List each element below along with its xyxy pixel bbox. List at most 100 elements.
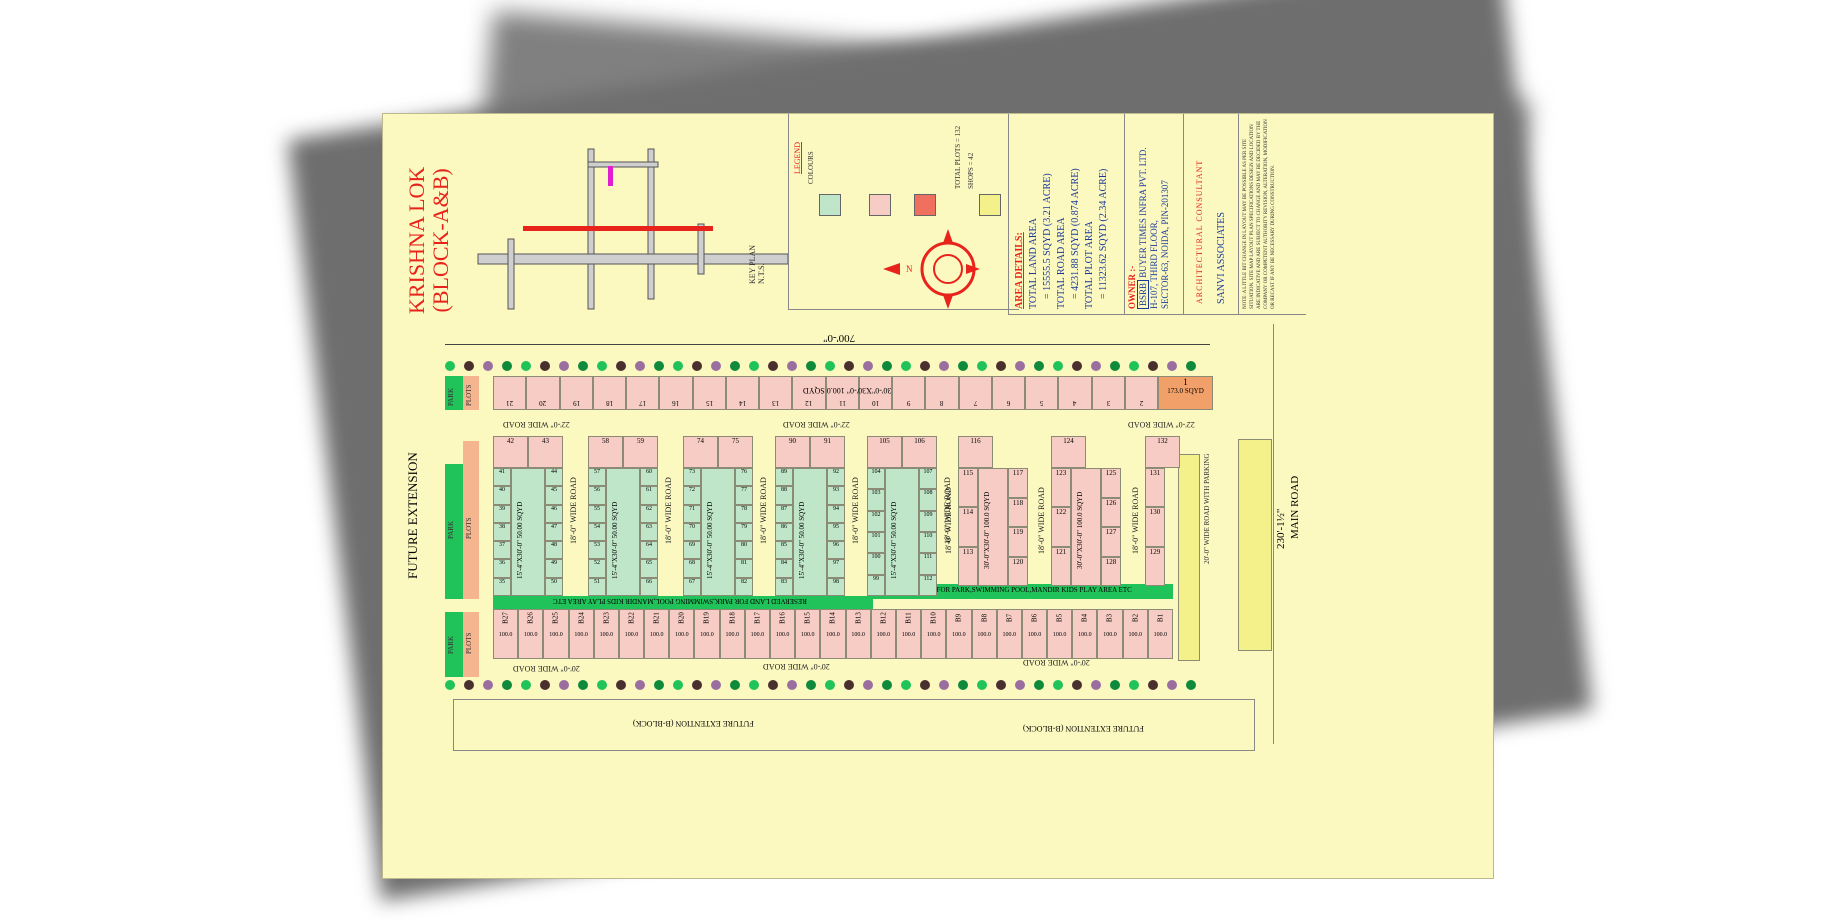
tree-icon [787, 361, 797, 371]
plot-cell: 110 [919, 532, 937, 554]
plot-number: 8 [940, 399, 944, 407]
plot-area: 100.0 [524, 632, 538, 638]
plot-area: 100.0 [675, 632, 689, 638]
tree-icon [616, 680, 626, 690]
plot-area: 100.0 [1002, 632, 1017, 638]
plots-label-3: PLOTS [465, 632, 473, 654]
plot-number: 6 [1006, 399, 1011, 407]
tree-icon [901, 361, 911, 371]
tree-icon [1072, 680, 1082, 690]
park-strip-1 [445, 376, 463, 410]
park-label-2: PARK [447, 520, 455, 539]
total-road-value: = 4231.88 SQYD (0.874 ACRE) [1070, 168, 1081, 299]
key-plan-site-marker [608, 166, 613, 186]
plot-cell: 105 [867, 436, 902, 468]
plot-cell: 99 [867, 574, 885, 596]
plot-cell: 20 [526, 376, 560, 410]
plot-area: 100.0 [1052, 632, 1067, 638]
plot-cell: 47 [545, 522, 563, 542]
plot-cell: 86 [775, 522, 793, 542]
plot-number: 7 [973, 399, 977, 407]
total-plot-label: TOTAL PLOT AREA [1084, 221, 1095, 309]
tree-icon [1072, 361, 1082, 371]
plot-number: B13 [854, 612, 863, 624]
road-18-label: 18'-0" WIDE ROAD [1131, 487, 1140, 554]
plot-cell: 14 [725, 376, 759, 410]
plot-cell: 87 [775, 504, 793, 523]
tree-icon [464, 680, 474, 690]
road-18-label: 18'-0" WIDE ROAD [1037, 487, 1046, 554]
plot-cell: 79 [735, 522, 753, 542]
tree-icon [996, 361, 1006, 371]
plot-number: B20 [677, 612, 686, 624]
plot-number: 15 [705, 399, 713, 407]
owner-block: OWNER :- BSRB BUYER TIMES INFRA PVT. LTD… [1123, 114, 1184, 315]
key-plan-highlight-road [523, 226, 713, 231]
tree-icon [1015, 680, 1025, 690]
tree-icon [730, 680, 740, 690]
tree-icon [654, 361, 664, 371]
tree-icon [977, 680, 987, 690]
tree-icon [844, 361, 854, 371]
road-18-label: 18'-0" WIDE ROAD [664, 477, 673, 544]
plot-cell: 107 [919, 468, 937, 490]
tree-icon [578, 680, 588, 690]
future-ext-label-2: FUTURE EXTENTION (B-BLOCK) [1023, 724, 1144, 733]
owner-line2: H-107, THIRD FLOOR, [1149, 220, 1159, 309]
tree-icon [939, 680, 949, 690]
plot-cell: 55 [588, 504, 606, 523]
consultant-heading: ARCHITECTURAL CONSULTANT [1195, 159, 1204, 304]
plot-cell: 59 [623, 436, 658, 468]
plot-area: 100.0 [952, 632, 966, 638]
plot-cell: 4 [1058, 376, 1092, 410]
plot-number: B23 [602, 612, 611, 624]
tree-icon [1167, 680, 1177, 690]
plot-number: 3 [1106, 399, 1110, 407]
plot-cell: 123 [1051, 468, 1071, 508]
legend-total-plots: TOTAL PLOTS = 132 [954, 125, 962, 189]
plot-number: 4 [1073, 399, 1077, 407]
plot-cell: 80 [735, 541, 753, 560]
road-20-label-3: 20'-0" WIDE ROAD [1023, 658, 1090, 667]
plot-cell: 44 [545, 468, 563, 487]
tree-icon [578, 361, 588, 371]
tree-icon [806, 680, 816, 690]
plot-cell: 101 [867, 532, 885, 554]
road-20-label-2: 20'-0" WIDE ROAD [763, 662, 830, 671]
plot-number: B24 [577, 612, 586, 624]
tree-icon [920, 361, 930, 371]
plot-number: B8 [980, 613, 989, 623]
plot-number: B4 [1080, 613, 1089, 623]
plot-cell: 98 [827, 577, 845, 596]
tree-icon [1091, 361, 1101, 371]
plot-cell: 128 [1101, 556, 1121, 586]
plot-cell: 109 [919, 510, 937, 532]
plot-number: B25 [551, 612, 560, 624]
plot-area: 100.0 [624, 632, 639, 638]
plot-cell: 17 [626, 376, 660, 410]
reserved-label-1: RESERVED LAND FOR PARK,SWIMMING POOL,MAN… [553, 597, 807, 605]
tree-icon [882, 680, 892, 690]
plot-cell: 19 [559, 376, 593, 410]
tree-icon [1110, 361, 1120, 371]
tree-icon [1091, 680, 1101, 690]
tree-icon [863, 361, 873, 371]
plot-cell: 92 [827, 468, 845, 487]
tree-icon [635, 361, 645, 371]
legend-swatch-pink [869, 194, 891, 216]
tree-icon [635, 680, 645, 690]
tree-icon [806, 361, 816, 371]
park-strip-2 [445, 464, 463, 599]
main-road-label: MAIN ROAD [1289, 475, 1301, 539]
